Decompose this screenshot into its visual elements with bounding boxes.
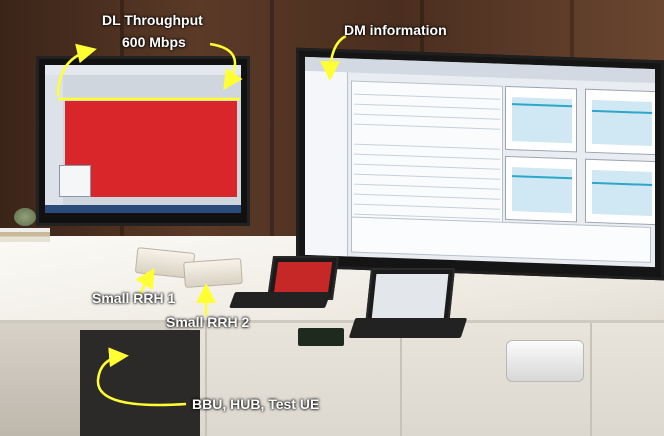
cabinet-door-seam <box>400 323 402 436</box>
table-row <box>354 183 500 190</box>
throughput-graph-fill <box>65 101 237 197</box>
table-row <box>354 153 500 160</box>
chart-plot-area <box>592 169 652 217</box>
dm-chart-panel <box>505 85 577 153</box>
table-row <box>354 113 500 120</box>
small-rrh-1-label: Small RRH 1 <box>92 290 176 306</box>
laptop-1-keyboard <box>229 292 331 308</box>
table-row <box>354 203 500 210</box>
table-row <box>354 103 500 110</box>
dm-parameter-table <box>351 80 503 238</box>
dm-screen <box>305 56 655 268</box>
right-monitor <box>296 47 664 281</box>
dm-tree-pane <box>305 70 348 257</box>
table-row <box>354 163 500 170</box>
window-sidebar <box>45 75 63 213</box>
chart-plot-area <box>592 99 652 147</box>
dm-log-pane <box>351 216 651 263</box>
windows-taskbar <box>45 205 241 213</box>
dl-throughput-value: 600 Mbps <box>122 34 186 50</box>
window-titlebar <box>45 65 241 75</box>
table-row <box>354 173 500 180</box>
potted-plant <box>14 208 36 226</box>
cabinet-door-seam <box>205 323 207 436</box>
notebook <box>298 328 344 346</box>
table-row <box>354 123 500 130</box>
table-row <box>354 143 500 150</box>
counter-edge <box>0 320 664 323</box>
dm-chart-panel <box>585 88 655 156</box>
laptop-2-keyboard <box>348 318 468 338</box>
dm-chart-panel <box>585 158 655 226</box>
dl-throughput-label: DL Throughput <box>102 12 203 28</box>
bbu-hub-test-ue-label: BBU, HUB, Test UE <box>192 396 320 412</box>
chart-plot-area <box>512 167 572 214</box>
cabinet-equipment-shelf <box>80 330 200 436</box>
cabinet-door-seam <box>590 323 592 436</box>
small-dialog-window <box>59 165 91 197</box>
throughput-screen <box>45 65 241 213</box>
small-rrh-2-label: Small RRH 2 <box>166 314 250 330</box>
dm-toolbar <box>305 56 655 84</box>
laptop-1-display <box>273 262 333 294</box>
stacked-books <box>0 228 50 242</box>
table-row <box>354 193 500 200</box>
test-ue-projector-device <box>506 340 584 382</box>
left-monitor <box>36 56 250 226</box>
dm-chart-panel <box>505 155 577 223</box>
wall-panel-seam <box>270 0 274 250</box>
table-row <box>354 93 500 100</box>
laptop-2-display <box>371 274 449 320</box>
dm-information-label: DM information <box>344 22 447 38</box>
small-rrh-2-device <box>183 258 243 288</box>
